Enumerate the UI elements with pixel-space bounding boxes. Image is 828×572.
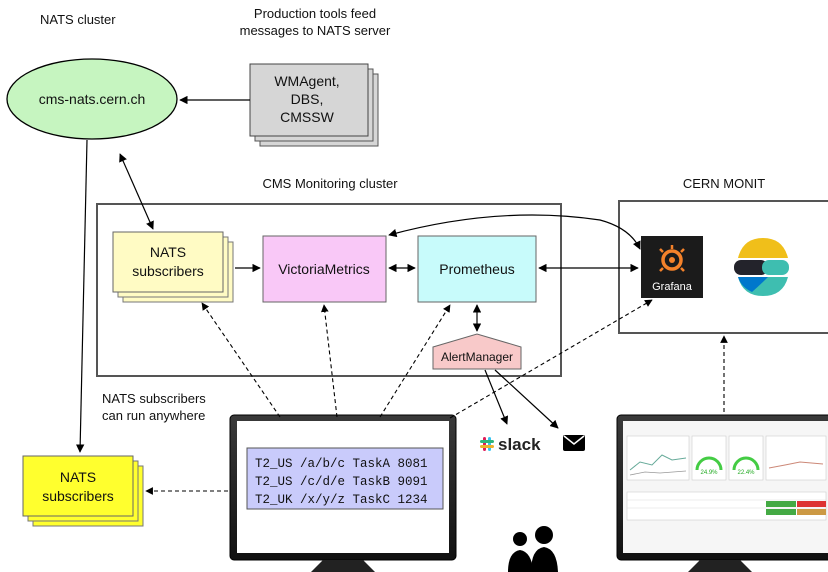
arrow-alert-slack (484, 369, 509, 425)
arrow-nats-inner-subscribers (119, 153, 154, 230)
victoriametrics-node (262, 235, 387, 303)
arrow-alert-mail (494, 369, 559, 429)
terminal-line-2: T2_US /c/d/e TaskB 9091 (255, 475, 428, 489)
cms-cluster-heading: CMS Monitoring cluster (262, 176, 398, 191)
producer-dbs: DBS, (291, 91, 324, 107)
terminal-monitor: T2_US /a/b/c TaskA 8081 T2_US /c/d/e Tas… (229, 414, 457, 572)
prometheus-label: Prometheus (439, 261, 514, 277)
subscribers-outer-line1: NATS (60, 469, 96, 485)
dashed-terminal-prometheus (379, 304, 451, 418)
arrow-nats-outer-subscribers (75, 139, 88, 453)
anywhere-caption-line1: NATS subscribers (102, 391, 206, 406)
producer-wmagent: WMAgent, (274, 73, 339, 89)
alertmanager-label: AlertManager (441, 350, 513, 364)
slack-label: slack (498, 435, 541, 454)
subscribers-inner-line2: subscribers (132, 263, 204, 279)
nats-subscribers-outer-node: NATS subscribers (22, 455, 144, 527)
terminal-screen (246, 447, 444, 510)
subscribers-outer-line2: subscribers (42, 488, 114, 504)
gauge-value-1: 24.9% (700, 470, 718, 476)
nats-cluster-heading: NATS cluster (40, 12, 116, 27)
nats-server-label: cms-nats.cern.ch (39, 91, 146, 107)
slack-icon: slack (480, 435, 541, 454)
alertmanager-node (432, 333, 522, 370)
mail-icon (563, 435, 585, 451)
elastic-icon (734, 238, 789, 296)
connectors (75, 95, 641, 453)
grafana-label: Grafana (652, 281, 693, 293)
producers-node: WMAgent, DBS, CMSSW (249, 63, 379, 147)
anywhere-caption-line2: can run anywhere (102, 408, 205, 423)
dashed-terminal-grafana (449, 299, 653, 419)
subscribers-inner-line1: NATS (150, 244, 186, 260)
grafana-icon: Grafana (641, 236, 703, 298)
producers-caption-line1: Production tools feed (254, 6, 376, 21)
users-icon (508, 526, 558, 572)
arrow-vm-grafana (388, 214, 641, 250)
gauge-value-2: 22.4% (737, 470, 755, 476)
terminal-line-3: T2_UK /x/y/z TaskC 1234 (255, 493, 428, 507)
dashed-terminal-subscribers (201, 302, 281, 418)
dashed-connectors (145, 299, 728, 495)
dashboard-monitor: 24.9% 22.4% (616, 414, 828, 572)
terminal-line-1: T2_US /a/b/c TaskA 8081 (255, 457, 428, 471)
nats-server-node (6, 58, 178, 140)
cern-monit-heading: CERN MONIT (683, 176, 765, 191)
producer-cmssw: CMSSW (280, 109, 334, 125)
dashed-terminal-vm (320, 304, 338, 418)
victoriametrics-label: VictoriaMetrics (278, 261, 370, 277)
producers-caption-line2: messages to NATS server (240, 23, 391, 38)
nats-subscribers-inner-node: NATS subscribers (112, 231, 234, 303)
